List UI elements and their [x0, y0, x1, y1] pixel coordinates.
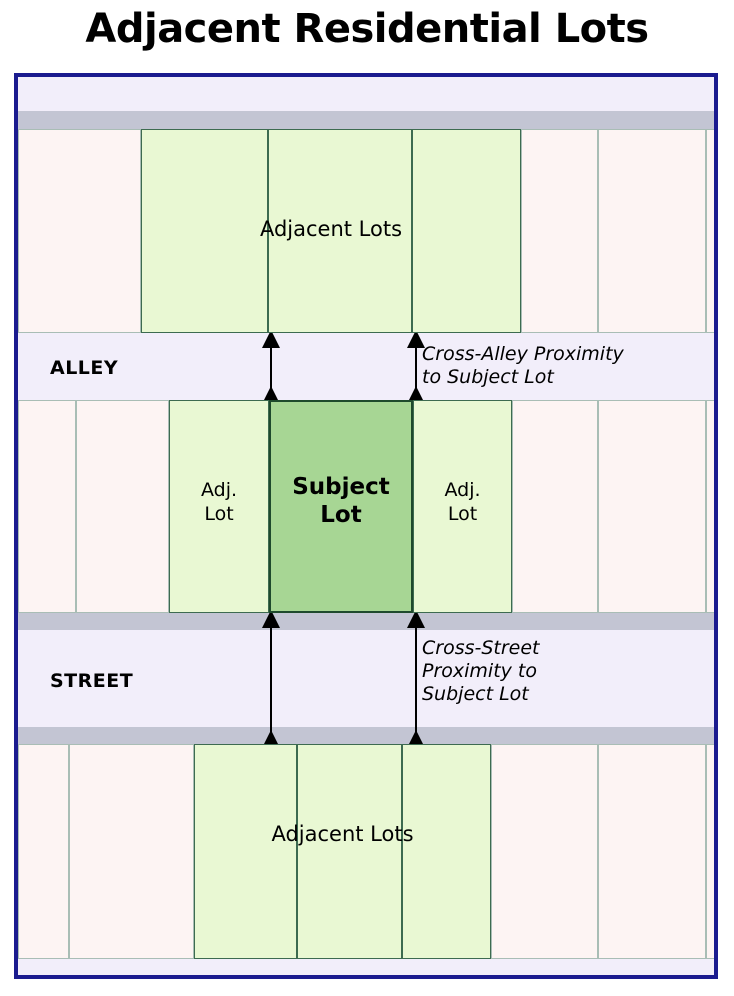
lot-green-bottom-2 [297, 744, 402, 959]
cross-street-annotation: Cross-Street Proximity to Subject Lot [422, 637, 712, 707]
diagram-frame: Adjacent Lots ALLEY [14, 73, 718, 979]
cross-alley-annotation: Cross-Alley Proximity to Subject Lot [422, 343, 712, 389]
cross-alley-annotation-line1: Cross-Alley Proximity [422, 343, 624, 365]
lot-pink-mid-5 [706, 400, 714, 613]
cross-street-annotation-line2: Proximity to [422, 660, 538, 683]
alley-strip [18, 333, 714, 400]
page-title: Adjacent Residential Lots [85, 6, 649, 52]
adjacent-lot-right-label: Adj. Lot [413, 479, 512, 527]
alley-label: ALLEY [50, 357, 119, 379]
lot-green-top-1 [141, 129, 268, 333]
lot-green-top-2 [268, 129, 412, 333]
adjacent-lot-left-line2: Lot [204, 502, 234, 525]
lot-pink-mid-4 [598, 400, 706, 613]
cross-alley-annotation-line2: to Subject Lot [422, 366, 554, 389]
subject-lot-label: Subject Lot [269, 473, 413, 529]
street-label: STREET [50, 670, 134, 692]
lot-pink-mid-2 [76, 400, 169, 613]
lot-pink-top-1 [18, 129, 141, 333]
bottom-adjacent-lots-label: Adjacent Lots [271, 822, 414, 846]
lot-pink-mid-1 [18, 400, 76, 613]
cross-alley-arrow-left [262, 333, 280, 401]
cross-street-annotation-line1: Cross-Street [422, 637, 540, 659]
cross-alley-arrow-right [407, 333, 425, 401]
cross-street-arrow-right [407, 613, 425, 745]
lot-green-top-3 [412, 129, 521, 333]
lot-pink-bottom-1 [18, 744, 69, 959]
lot-pink-mid-3 [512, 400, 598, 613]
subject-lot-line1: Subject [292, 474, 390, 500]
lot-pink-top-4 [706, 129, 714, 333]
adjacent-lot-left-line1: Adj. [200, 479, 238, 501]
cross-street-arrow-left [262, 613, 280, 745]
lot-adjacent-right [413, 400, 512, 613]
street-band-top [18, 613, 714, 630]
top-road-band [18, 111, 714, 129]
lot-green-bottom-1 [194, 744, 297, 959]
lot-pink-top-2 [521, 129, 598, 333]
adjacent-lot-right-line1: Adj. [444, 479, 481, 501]
lot-pink-top-3 [598, 129, 706, 333]
cross-street-annotation-line3: Subject Lot [422, 683, 529, 706]
top-adjacent-lots-label: Adjacent Lots [259, 217, 403, 241]
adjacent-lot-left-label: Adj. Lot [169, 479, 269, 527]
lot-adjacent-left [169, 400, 269, 613]
lot-pink-bottom-4 [598, 744, 706, 959]
lot-subject [269, 400, 413, 613]
lot-pink-bottom-2 [69, 744, 194, 959]
lot-pink-bottom-5 [706, 744, 714, 959]
diagram-canvas: Adjacent Lots ALLEY [18, 77, 714, 975]
lot-pink-bottom-3 [491, 744, 598, 959]
adjacent-lot-right-line2: Lot [447, 502, 478, 525]
street-band-bottom [18, 727, 714, 744]
lot-green-bottom-3 [402, 744, 491, 959]
street-strip [18, 630, 714, 727]
subject-lot-line2: Lot [320, 502, 362, 529]
